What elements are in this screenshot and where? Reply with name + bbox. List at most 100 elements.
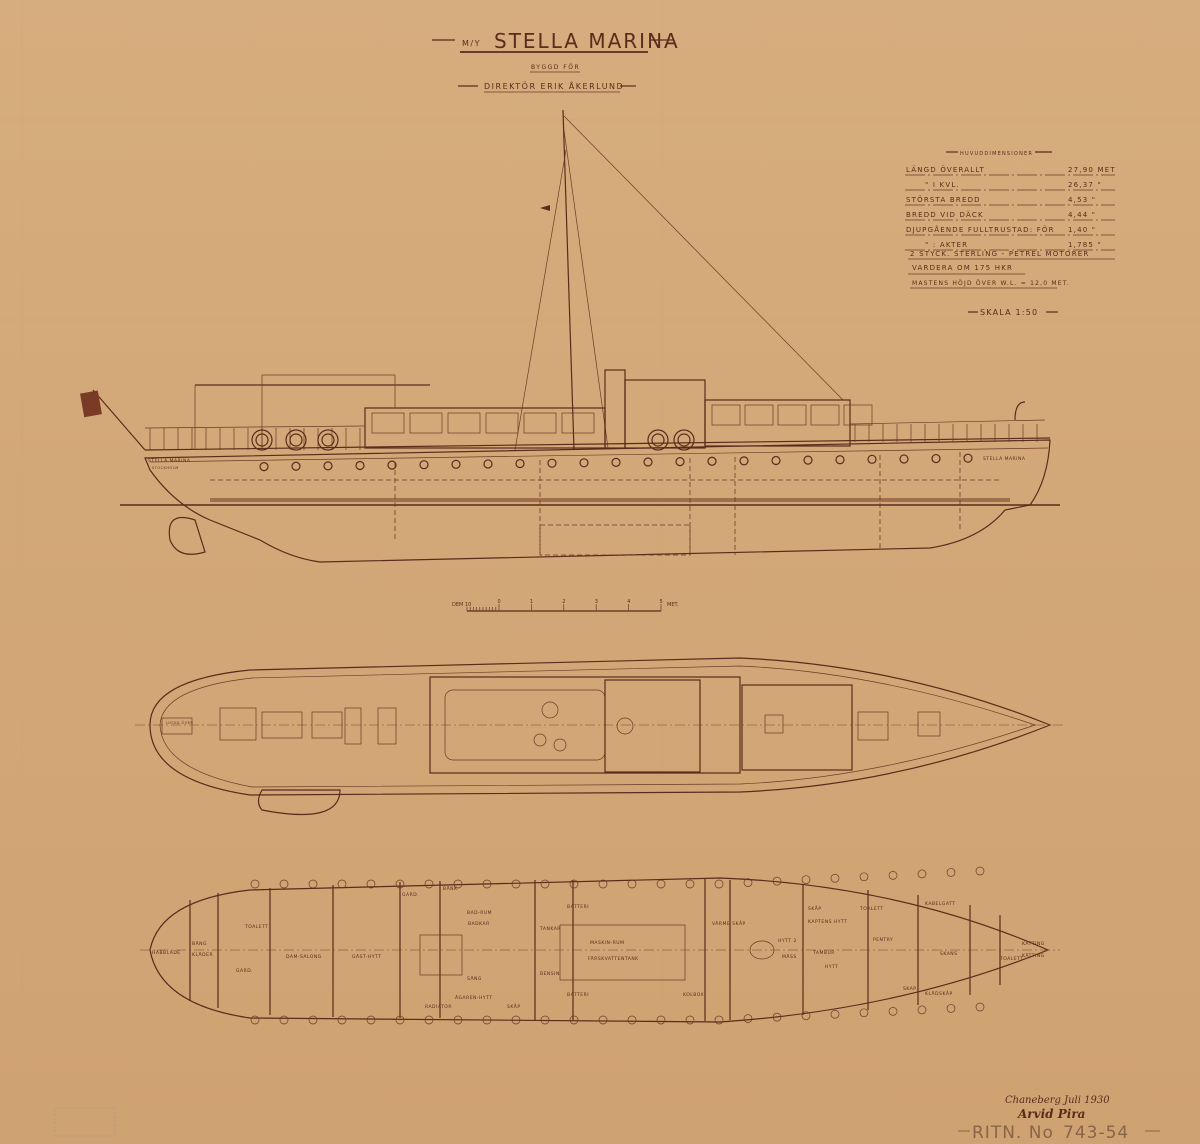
porthole: [579, 458, 589, 468]
room-label-gard2: GARD.: [402, 892, 419, 898]
room-label-bad-rum: BAD-RUM: [467, 910, 492, 916]
dimension-label: BREDD VID DÄCK: [906, 210, 984, 219]
room-label-katting: KÄTTING: [1022, 952, 1045, 959]
room-label-skap2: SKÅP: [808, 905, 822, 912]
mast-height-text: MASTENS HÖJD ÖVER W.L. = 12,0 MET.: [912, 280, 1070, 287]
porthole: [707, 456, 717, 466]
vessel-name: STELLA MARINA: [494, 29, 680, 53]
room-label-bensin: BENSIN: [540, 971, 560, 977]
room-label-kladhytt: KLÄDSKÅP: [925, 990, 953, 997]
room-label-bag: BÄNG: [192, 940, 207, 947]
room-label-toalett3: TOALETT: [999, 956, 1024, 962]
stern-port: STOCKHOLM: [152, 466, 179, 470]
porthole: [867, 454, 877, 464]
room-label-dam-salong: DAM-SALONG: [286, 954, 322, 960]
signature: Arvid Pira: [1017, 1107, 1085, 1121]
scale-tick-label: 5: [660, 599, 663, 605]
porthole: [739, 456, 749, 466]
lower-deck-plan: HÄBBLADE BÄNG KLÄDER TOALETT GARD. DAM-SALONG…: [140, 866, 1060, 1025]
dimension-label: LÄNGD ÖVERALLT: [906, 165, 985, 174]
dimension-value: 26,37 ": [1068, 181, 1102, 189]
porthole: [547, 458, 557, 468]
title-block: M/Y STELLA MARINA BYGGD FÖR DIREKTÖR ERI…: [432, 29, 680, 93]
porthole: [931, 453, 941, 464]
room-label-mass: MÄSS: [782, 953, 797, 960]
scale-tick-label: 0: [498, 599, 501, 605]
pennant-icon: [540, 205, 550, 211]
room-label-radiator: RADIATOR: [425, 1004, 452, 1010]
lifebuoy-icon: [647, 429, 669, 451]
room-label-kabelgatt: KABELGATT: [925, 901, 956, 907]
dimensions-heading: HUVUDDIMENSIONER: [960, 151, 1033, 157]
owner-name: DIREKTÖR ERIK ÅKERLUND: [484, 80, 624, 91]
porthole: [963, 453, 973, 463]
room-label-klader: KLÄDER: [192, 951, 213, 958]
porthole: [291, 461, 301, 471]
room-label-kapten: KAPTENS HYTT: [808, 919, 847, 925]
built-for-label: BYGGD FÖR: [531, 64, 580, 71]
flag-icon: [80, 390, 102, 418]
dimension-label: " I KVL.: [925, 181, 960, 189]
porthole: [323, 461, 333, 471]
dimension-value: 4,44 ": [1068, 211, 1096, 219]
rudder: [168, 516, 206, 555]
dimension-value: 4,53 ": [1068, 196, 1096, 204]
room-label-varm-skap: VÄRME SKÅP: [712, 920, 746, 927]
room-label-hytt-2: HYTT 2: [778, 938, 797, 944]
drawing-number-label: RITN. No: [972, 1123, 1054, 1143]
stern-name: STELLA MARINA: [148, 458, 191, 464]
scale-left-label: DEM 10: [452, 602, 471, 608]
lifebuoy-icon: [317, 429, 339, 451]
room-label-fartygscentral: FÄRSKVATTENTANK: [588, 955, 639, 962]
profile-view: STELLA MARINA STOCKHOLM STELLA MARINA: [80, 109, 1060, 563]
room-label-toalett2: TOALETT: [859, 906, 884, 912]
deck-plan: LUCKA ÖVER: [135, 657, 1065, 816]
engines-text: 2 STYCK. STERLING - PETREL MOTORER: [910, 250, 1089, 258]
dimension-value: 1,40 ": [1068, 226, 1096, 234]
porthole: [515, 458, 525, 469]
hatch-label: LUCKA ÖVER: [166, 720, 193, 725]
drawing-number: 743-54: [1063, 1123, 1129, 1143]
porthole: [419, 460, 429, 470]
porthole: [803, 455, 813, 465]
porthole: [771, 455, 781, 466]
room-label-pentry: PENTRY: [873, 937, 893, 943]
porthole: [835, 455, 845, 465]
dimensions-table: HUVUDDIMENSIONER LÄNGD ÖVERALLT 27,90 MET…: [905, 151, 1116, 317]
room-label-maskin-rum: MASKIN-RUM: [590, 940, 624, 946]
porthole: [259, 462, 269, 472]
dimension-value: 27,90 MET: [1068, 166, 1116, 174]
dimension-label: DJUPGÅENDE FULLTRUSTAD: FÖR: [906, 225, 1055, 234]
porthole: [899, 454, 909, 464]
room-label-batteri1: BATTERI: [567, 904, 589, 910]
room-label-toilet-aft: TOALETT: [244, 924, 269, 930]
porthole: [611, 457, 621, 468]
room-label-agarens-hytt: ÄGAREN-HYTT: [455, 994, 493, 1001]
room-label-kattingsbox: KÄTTING: [1022, 940, 1045, 947]
dimension-label: STÖRSTA BREDD: [906, 195, 981, 204]
lifebuoy-icon: [285, 429, 307, 451]
scale-tick-label: 2: [562, 599, 565, 605]
room-label-badkar2: BADKAR: [468, 921, 490, 927]
room-label-tanks: TANKAR: [539, 926, 561, 932]
scale-tick-label: 1: [530, 599, 533, 605]
title-prefix: M/Y: [462, 39, 481, 48]
porthole: [451, 459, 461, 469]
room-label-hytt: HYTT: [825, 964, 839, 970]
porthole: [355, 460, 365, 471]
scale-tick-label: 3: [595, 599, 598, 605]
room-label-badkar: BÄNK: [443, 885, 458, 892]
room-label-batteri2: BATTERI: [567, 992, 589, 998]
porthole: [483, 459, 493, 469]
room-label-garde: GARD.: [236, 968, 253, 974]
room-label-tambur: TAMBUR: [812, 950, 835, 956]
hull-outline: [144, 439, 1051, 563]
room-label-aft-locker: HÄBBLADE: [152, 949, 181, 956]
dimension-value: 1,785 ": [1068, 241, 1102, 249]
porthole: [643, 457, 653, 467]
room-label-sang: SÄNG: [467, 975, 482, 982]
title-stamp: Chaneberg Juli 1930 Arvid Pira RITN. No …: [54, 1095, 1160, 1143]
